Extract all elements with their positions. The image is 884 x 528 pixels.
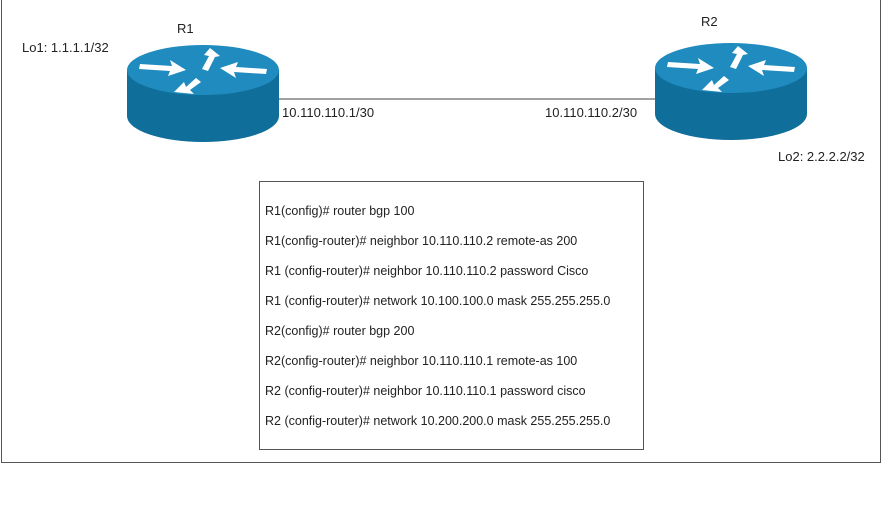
config-box: R1(config)# router bgp 100 R1(config-rou… <box>259 181 644 450</box>
r1-loopback: Lo1: 1.1.1.1/32 <box>22 40 109 55</box>
config-line: R2(config-router)# neighbor 10.110.110.1… <box>265 354 578 368</box>
config-line: R1(config)# router bgp 100 <box>265 204 415 218</box>
r2-interface-ip: 10.110.110.2/30 <box>545 105 638 120</box>
router-icon <box>655 43 807 140</box>
r1-interface-ip: 10.110.110.1/30 <box>282 105 375 120</box>
config-line: R1 (config-router)# network 10.100.100.0… <box>265 294 611 308</box>
config-line: R2 (config-router)# network 10.200.200.0… <box>265 414 611 428</box>
config-line: R1(config-router)# neighbor 10.110.110.2… <box>265 234 578 248</box>
r2-loopback: Lo2: 2.2.2.2/32 <box>778 149 865 164</box>
config-line: R2(config)# router bgp 200 <box>265 324 415 338</box>
r2-name: R2 <box>701 14 718 29</box>
r1-name: R1 <box>177 21 194 36</box>
router-icon <box>127 45 279 142</box>
config-line: R1 (config-router)# neighbor 10.110.110.… <box>265 264 589 278</box>
config-line: R2 (config-router)# neighbor 10.110.110.… <box>265 384 586 398</box>
diagram-frame <box>1 0 881 463</box>
